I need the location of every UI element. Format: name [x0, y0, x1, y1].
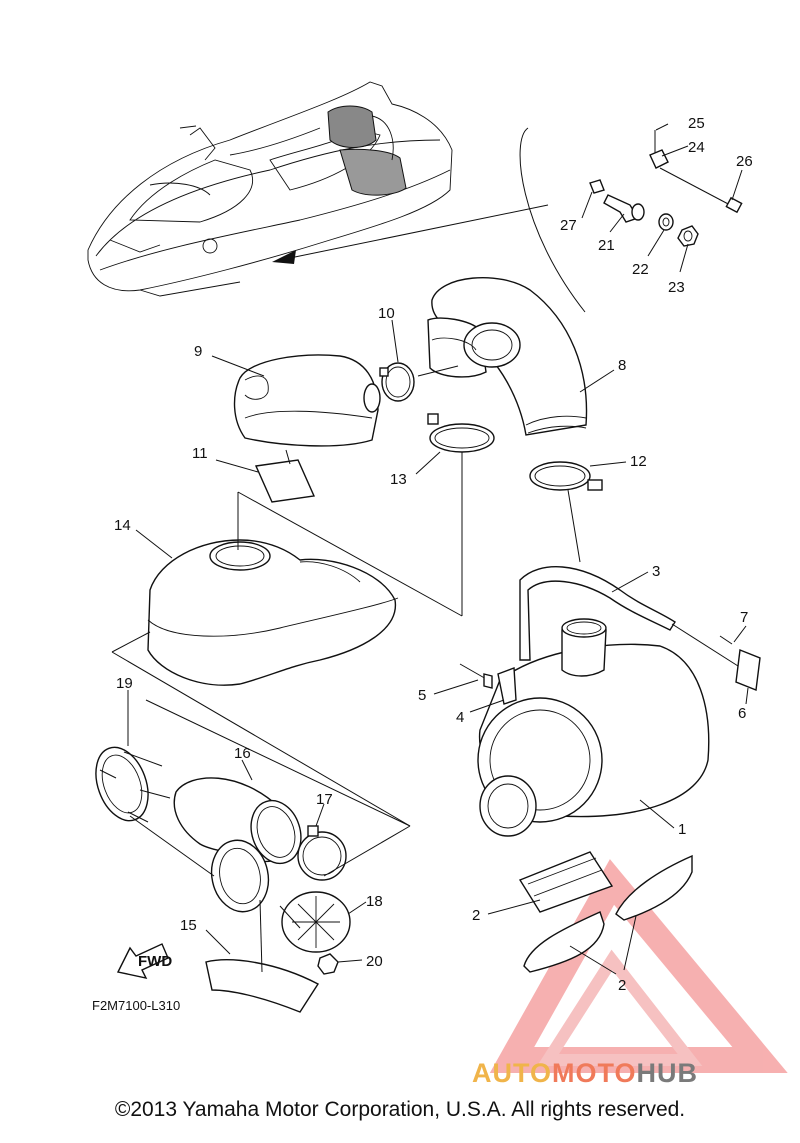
part-11-pad	[254, 459, 316, 503]
part-10-clamp	[379, 362, 415, 402]
callout-25: 25	[688, 115, 705, 132]
callout-4: 4	[456, 709, 464, 726]
callout-10: 10	[378, 305, 395, 322]
watermark-text: AUTOMOTOHUB	[472, 1058, 698, 1089]
assembly-lines	[111, 365, 739, 973]
callout-5: 5	[418, 687, 426, 704]
callout-2-lower: 2	[618, 977, 626, 994]
callout-17: 17	[316, 791, 333, 808]
fwd-arrow-icon: FWD	[116, 943, 172, 979]
part-12-clamp	[529, 461, 603, 491]
parts-2-pads	[518, 851, 693, 973]
callout-9: 9	[194, 343, 202, 360]
leader-lines	[127, 123, 749, 975]
part-15-pad	[205, 959, 320, 1013]
callout-11: 11	[192, 445, 208, 462]
detail-bracket	[272, 127, 586, 313]
callout-23: 23	[668, 279, 685, 296]
callout-2-upper: 2	[472, 907, 480, 924]
part-9-airbox-cover	[233, 354, 381, 447]
callout-3: 3	[652, 563, 660, 580]
callout-26: 26	[736, 153, 753, 170]
callout-12: 12	[630, 453, 647, 470]
part-20-nut	[317, 953, 339, 975]
part-3-strap	[519, 566, 676, 661]
watercraft-illustration	[87, 81, 453, 297]
watermark-triangle-logo	[489, 859, 788, 1073]
fastener-detail-group	[589, 130, 743, 247]
callout-1: 1	[678, 821, 686, 838]
callout-8: 8	[618, 357, 626, 374]
part-19-flange	[95, 746, 171, 823]
watermark-part-auto: AUTO	[472, 1058, 553, 1088]
callout-21: 21	[598, 237, 615, 254]
callout-27: 27	[560, 217, 577, 234]
figure-code: F2M7100-L310	[92, 998, 180, 1013]
watermark-part-moto: MOTO	[552, 1058, 637, 1088]
callout-16: 16	[234, 745, 251, 762]
part-8-intake-duct	[427, 276, 588, 436]
part-18-screen	[281, 891, 351, 953]
part-13-clamp	[427, 413, 495, 453]
part-14-airbox-body	[147, 539, 399, 686]
callout-18: 18	[366, 893, 383, 910]
callout-24: 24	[688, 139, 705, 156]
callout-labels: 25 24 26 27 21 22 23 8 9 10 11 12 13 14 …	[92, 115, 753, 1013]
callout-19: 19	[116, 675, 133, 692]
callout-7: 7	[740, 609, 748, 626]
copyright-notice: ©2013 Yamaha Motor Corporation, U.S.A. A…	[114, 1098, 686, 1121]
part-17-clamp	[297, 825, 347, 881]
callout-15: 15	[180, 917, 197, 934]
callout-22: 22	[632, 261, 649, 278]
callout-6: 6	[738, 705, 746, 722]
watermark-part-hub: HUB	[636, 1058, 699, 1088]
callout-13: 13	[390, 471, 407, 488]
parts-4-7-hardware	[459, 635, 761, 705]
fwd-label: FWD	[138, 953, 172, 970]
callout-20: 20	[366, 953, 383, 970]
callout-14: 14	[114, 517, 131, 534]
gasket-ring	[210, 839, 270, 913]
part-1-silencer	[477, 618, 710, 837]
